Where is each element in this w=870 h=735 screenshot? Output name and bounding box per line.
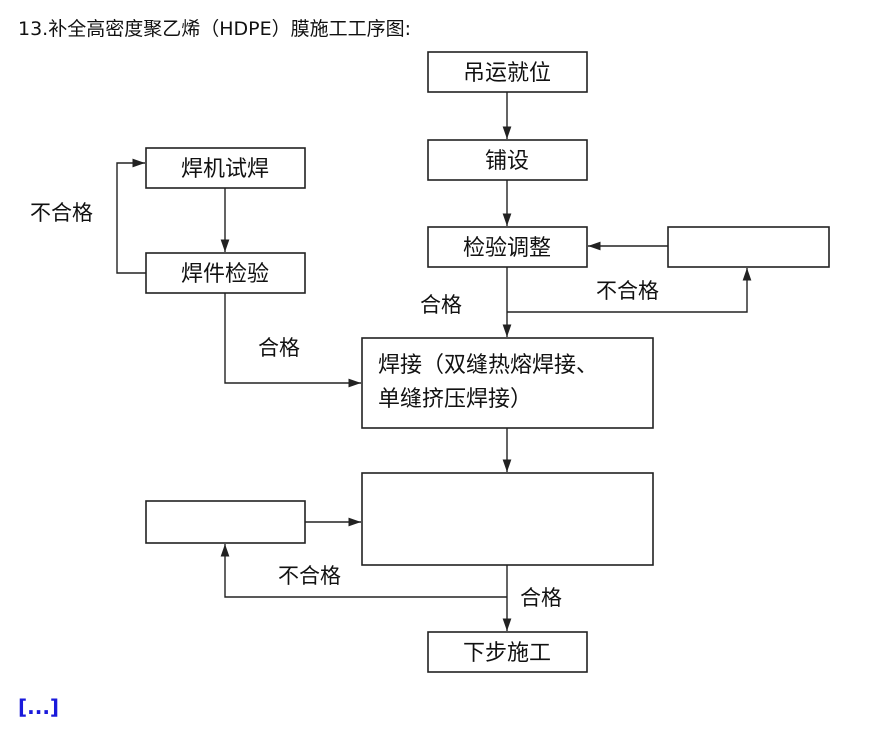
label-weld-inspect: 焊件检验 — [181, 262, 269, 287]
label-weld-line1: 焊接（双缝热熔焊接、 — [378, 353, 598, 378]
label-inspect-adjust: 检验调整 — [463, 236, 551, 261]
question-heading: 13.补全高密度聚乙烯（HDPE）膜施工工序图: — [18, 18, 411, 40]
box-blank-left — [145, 500, 306, 544]
edge-fail-bottom: 不合格 — [278, 564, 341, 588]
arrow-fail-to-blank-left — [220, 544, 507, 598]
box-blank-right — [667, 226, 830, 268]
box-blank-middle — [361, 472, 654, 566]
more-link[interactable]: [...] — [18, 695, 60, 719]
box-hoist — [427, 51, 588, 93]
box-inspect-adjust — [427, 226, 588, 268]
label-next: 下步施工 — [463, 641, 551, 666]
edge-pass-bottom: 合格 — [520, 586, 562, 610]
label-weld-line2: 单缝挤压焊接） — [378, 387, 532, 412]
edge-fail-right: 不合格 — [596, 279, 659, 303]
label-hoist: 吊运就位 — [463, 61, 551, 86]
arrow-pass-to-weld — [224, 293, 361, 388]
edge-pass-left: 合格 — [258, 336, 300, 360]
arrow-fail-to-blank-right — [507, 268, 752, 313]
box-next — [427, 631, 588, 673]
arrow-fail-back-to-trial — [116, 158, 146, 274]
box-weld — [361, 337, 654, 429]
edge-fail-left-top: 不合格 — [30, 201, 93, 225]
box-trial-weld — [145, 147, 306, 189]
edge-pass-top: 合格 — [420, 293, 462, 317]
label-trial-weld: 焊机试焊 — [181, 157, 269, 182]
label-lay: 铺设 — [485, 149, 529, 174]
construction-flowchart: 吊运就位 铺设 检验调整 焊机试焊 焊件检验 焊接（双缝热熔焊接、 单缝挤压焊接… — [30, 51, 830, 673]
